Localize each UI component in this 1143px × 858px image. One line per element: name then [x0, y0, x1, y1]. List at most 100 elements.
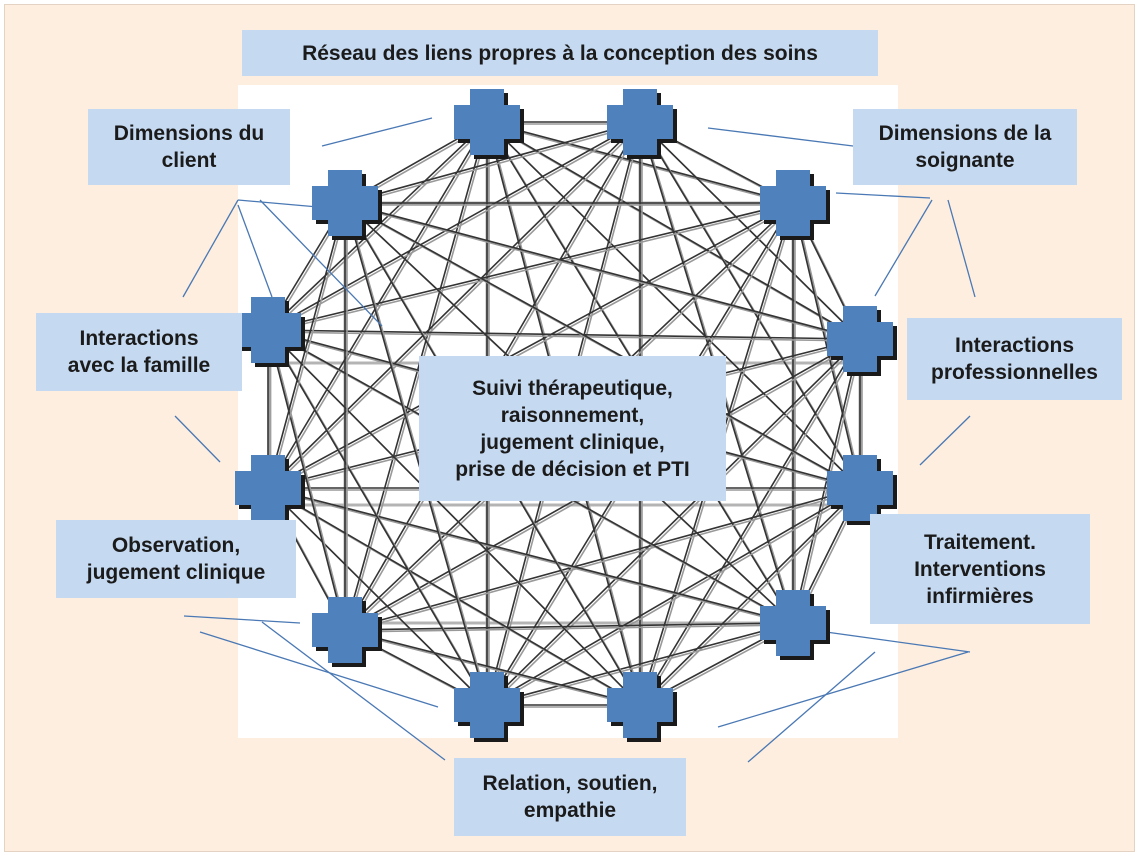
label-line: Interventions — [914, 557, 1046, 581]
network-edge — [344, 202, 861, 489]
label-line: empathie — [523, 799, 617, 822]
connector-line — [919, 415, 971, 466]
connector-line — [174, 415, 221, 463]
network-node-8 — [454, 672, 520, 738]
network-edge — [344, 622, 794, 631]
connector-line — [259, 199, 383, 327]
network-node-4 — [827, 306, 893, 372]
network-edge — [267, 329, 346, 631]
label-caregiver-dimensions: Dimensions de la soignante — [853, 109, 1077, 185]
label-line: jugement clinique — [86, 561, 266, 584]
label-relation: Relation, soutien, empathie — [454, 758, 686, 836]
network-node-9 — [312, 597, 378, 663]
node-layer — [235, 89, 897, 742]
network-node-7 — [607, 672, 673, 738]
network-edge — [267, 487, 641, 706]
edge-shadow — [269, 331, 863, 342]
label-line: soignante — [915, 149, 1015, 172]
connector-line — [237, 204, 273, 298]
network-node-11 — [235, 297, 301, 363]
network-edge — [267, 202, 794, 489]
network-edge — [267, 202, 794, 331]
connector-line — [717, 651, 969, 728]
label-treatment: Traitement. Interventions infirmières — [870, 514, 1090, 624]
label-line: Dimensions de la — [878, 122, 1052, 145]
label-line: Dimensions du — [113, 122, 265, 145]
network-edge — [344, 121, 641, 204]
center-line-4: prise de décision et PTI — [455, 457, 690, 481]
connector-line — [199, 631, 439, 708]
network-edge — [344, 202, 488, 706]
connector-line — [707, 127, 854, 147]
network-edge — [267, 329, 488, 706]
edge-shadow — [346, 204, 863, 342]
network-edge — [267, 121, 641, 331]
network-edge — [344, 121, 488, 631]
label-line: Interactions — [79, 327, 199, 350]
label-family-interactions: Interactions avec la famille — [36, 313, 242, 391]
connector-line — [182, 199, 239, 298]
connector-line — [183, 615, 301, 624]
label-line: Relation, soutien, — [482, 772, 658, 795]
network-edge — [639, 487, 861, 706]
label-line: Observation, — [111, 534, 241, 557]
label-line: avec la famille — [67, 354, 211, 377]
network-edge — [267, 487, 488, 706]
connector-line — [747, 651, 876, 763]
center-line-1: Suivi thérapeutique, — [472, 376, 673, 400]
network-node-5 — [827, 455, 893, 521]
label-line: Interactions — [954, 334, 1075, 357]
edge-shadow — [269, 123, 643, 333]
edge-shadow — [269, 331, 348, 633]
connector-line — [237, 199, 319, 208]
edge-shadow — [269, 123, 490, 491]
network-edge — [267, 487, 794, 624]
connector-line — [321, 117, 433, 147]
network-node-12 — [312, 170, 378, 236]
edge-shadow — [346, 631, 643, 708]
label-professional-interactions: Interactions professionnelles — [907, 318, 1122, 400]
label-observation: Observation, jugement clinique — [56, 520, 296, 598]
label-line: Traitement. — [923, 530, 1037, 554]
network-edge — [486, 622, 794, 706]
center-line-3: jugement clinique, — [480, 430, 665, 454]
edge-shadow — [269, 204, 796, 333]
edge-shadow — [269, 204, 348, 491]
network-edge — [639, 121, 861, 340]
label-line: infirmières — [926, 584, 1034, 608]
edge-shadow — [346, 123, 643, 206]
edge-shadow — [269, 123, 490, 333]
network-node-6 — [760, 590, 826, 656]
network-edge — [267, 121, 488, 489]
network-edge — [344, 629, 641, 706]
label-line: professionnelles — [931, 361, 1098, 384]
network-edge — [486, 487, 861, 706]
edge-shadow — [641, 489, 863, 708]
edge-shadow — [346, 624, 796, 633]
network-edge — [267, 202, 346, 489]
label-line: client — [161, 149, 217, 172]
edge-shadow — [488, 489, 863, 708]
connector-line — [835, 192, 931, 199]
label-client-dimensions: Dimensions du client — [88, 109, 290, 185]
network-edge — [267, 121, 488, 331]
connector-line — [874, 199, 933, 297]
network-edge — [267, 329, 861, 340]
network-edge — [639, 338, 861, 706]
connector-line — [261, 621, 446, 761]
edge-shadow — [641, 340, 863, 708]
network-node-2 — [607, 89, 673, 155]
diagram-title: Réseau des liens propres à la conception… — [242, 30, 878, 76]
edge-shadow — [269, 204, 796, 491]
edge-shadow — [488, 624, 796, 708]
connector-layer — [174, 117, 976, 763]
network-edge — [639, 121, 861, 489]
edge-shadow — [269, 489, 796, 626]
network-node-1 — [454, 89, 520, 155]
center-label: Suivi thérapeutique, raisonnement, jugem… — [419, 356, 726, 501]
network-node-10 — [235, 455, 301, 521]
edge-shadow — [346, 489, 863, 633]
connector-line — [825, 631, 971, 653]
connector-line — [947, 199, 976, 298]
